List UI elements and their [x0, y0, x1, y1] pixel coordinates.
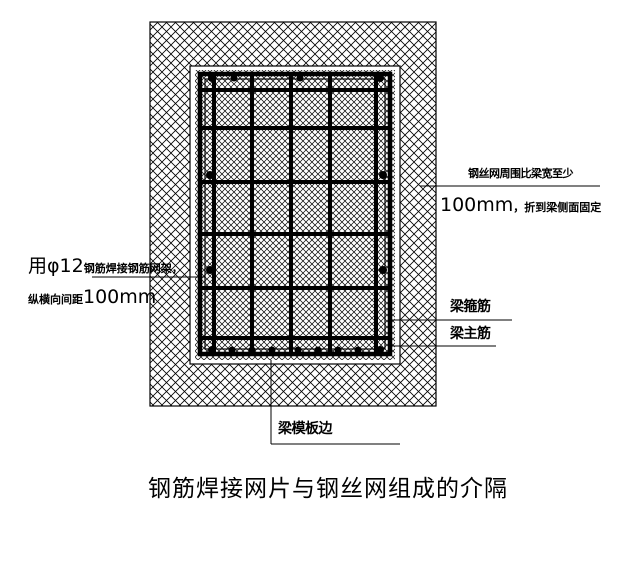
weld-mesh-label-line2: 纵横向间距100mm	[28, 288, 156, 307]
welded-bar-grid	[197, 71, 393, 357]
mesh-wrap-value: 100mm	[440, 194, 514, 216]
figure-caption: 钢筋焊接网片与钢丝网组成的介隔	[148, 476, 508, 502]
weld-mesh-label-line1: 用φ12钢筋焊接钢筋网架，	[28, 257, 183, 276]
mesh-wrap-text: ，折到梁侧面固定	[513, 201, 602, 214]
weld-mesh-prefix: 用φ12	[28, 255, 84, 277]
main-rebars	[206, 74, 387, 354]
spacing-text: 纵横向间距	[28, 293, 83, 306]
spacing-value: 100mm	[83, 286, 157, 308]
beam-core-hatch	[195, 70, 395, 360]
mesh-wrap-label-line1: 钢丝网周围比梁宽至少	[468, 167, 574, 180]
leader-lines	[92, 185, 600, 445]
mesh-wrap-label-line2: 100mm，折到梁侧面固定	[440, 196, 601, 215]
weld-mesh-text: 钢筋焊接钢筋网架，	[83, 262, 183, 275]
main-bar-label: 梁主筋	[450, 326, 491, 342]
formwork-edge-label: 梁模板边	[278, 421, 333, 437]
stirrup-label: 梁箍筋	[450, 299, 491, 315]
